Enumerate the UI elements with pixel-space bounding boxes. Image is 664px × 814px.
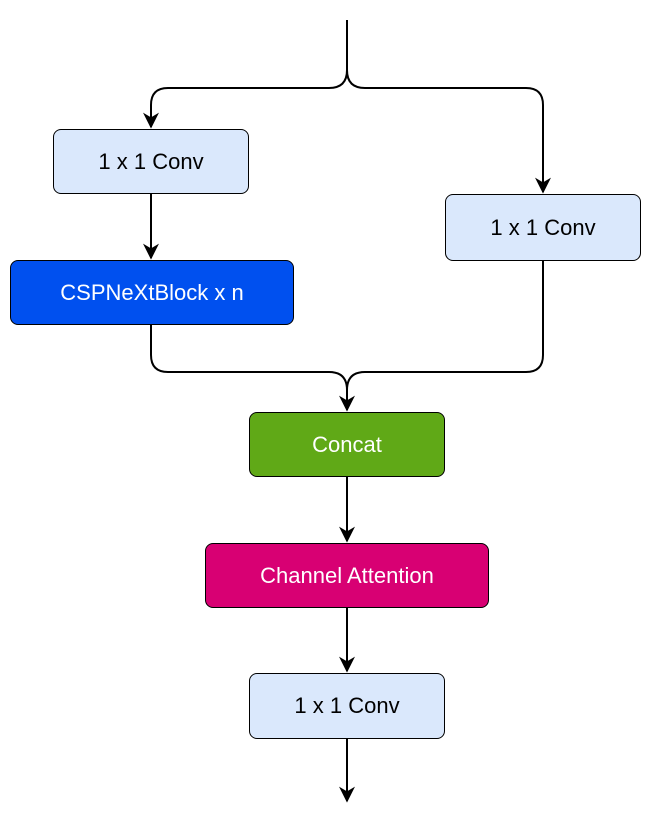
- edge-csp-to-concat: [150, 325, 355, 412]
- cspnext-block-node: CSPNeXtBlock x n: [10, 260, 294, 325]
- conv-out-node: 1 x 1 Conv: [249, 673, 445, 739]
- conv-right-node: 1 x 1 Conv: [445, 194, 641, 261]
- channel-attention-node: Channel Attention: [205, 543, 489, 608]
- edge-input-to-conv-right: [346, 69, 551, 194]
- edge-conv-right-to-concat: [346, 261, 544, 391]
- edge-input-to-conv-left: [143, 20, 348, 129]
- concat-node: Concat: [249, 412, 445, 477]
- conv-left-node: 1 x 1 Conv: [53, 129, 249, 194]
